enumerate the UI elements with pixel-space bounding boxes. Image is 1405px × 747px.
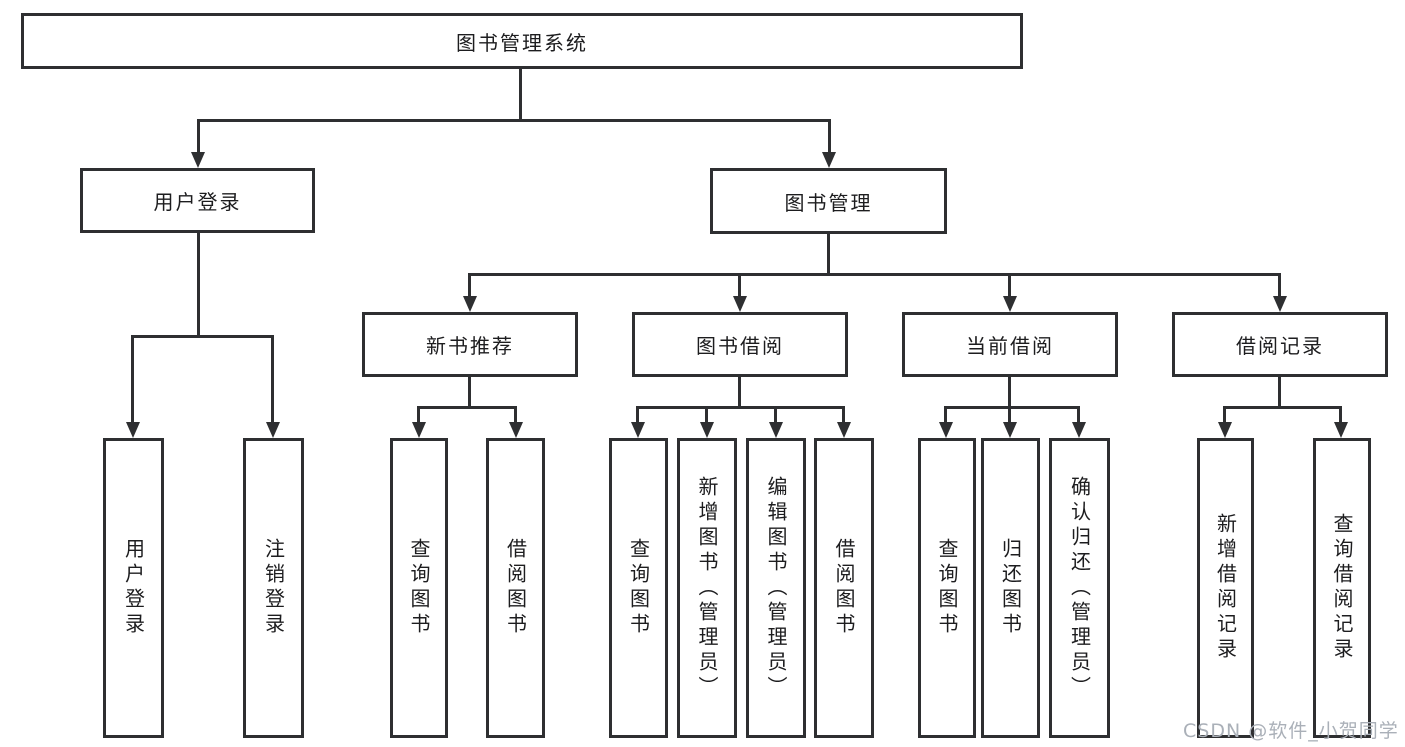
node-book-management: 图书管理 bbox=[710, 168, 947, 234]
connector-line bbox=[519, 68, 522, 122]
leaf-records-query-record: 查询借阅记录 bbox=[1313, 438, 1371, 738]
connector-line bbox=[417, 406, 420, 424]
leaf-recommend-query-books: 查询图书 bbox=[390, 438, 448, 738]
node-new-book-recommend: 新书推荐 bbox=[362, 312, 578, 377]
arrowhead bbox=[412, 422, 426, 438]
connector-line bbox=[271, 335, 274, 424]
leaf-borrow-query-books: 查询图书 bbox=[609, 438, 668, 738]
connector-line bbox=[131, 335, 274, 338]
node-user-login: 用户登录 bbox=[80, 168, 315, 233]
connector-line bbox=[944, 406, 1080, 409]
connector-line bbox=[1223, 406, 1342, 409]
connector-line bbox=[1008, 406, 1011, 424]
connector-line bbox=[827, 233, 830, 276]
arrowhead bbox=[1334, 422, 1348, 438]
arrowhead bbox=[1003, 422, 1017, 438]
arrowhead bbox=[733, 296, 747, 312]
connector-line bbox=[636, 406, 639, 424]
connector-line bbox=[1077, 406, 1080, 424]
connector-line bbox=[738, 377, 741, 409]
connector-line bbox=[774, 406, 777, 424]
connector-line bbox=[842, 406, 845, 424]
connector-line bbox=[468, 377, 471, 409]
arrowhead bbox=[837, 422, 851, 438]
leaf-borrow-edit-books: 编辑图书（管理员） bbox=[746, 438, 806, 738]
connector-line bbox=[1008, 377, 1011, 409]
connector-line bbox=[1223, 406, 1226, 424]
connector-line bbox=[636, 406, 845, 409]
connector-line bbox=[197, 232, 200, 338]
connector-line bbox=[738, 273, 741, 298]
connector-line bbox=[1339, 406, 1342, 424]
leaf-current-query-books: 查询图书 bbox=[918, 438, 976, 738]
connector-line bbox=[468, 273, 1281, 276]
leaf-borrow-borrow-books: 借阅图书 bbox=[814, 438, 874, 738]
connector-line bbox=[417, 406, 517, 409]
arrowhead bbox=[191, 152, 205, 168]
connector-line bbox=[705, 406, 708, 424]
leaf-current-return-books: 归还图书 bbox=[981, 438, 1040, 738]
watermark: CSDN @软件_小贺同学 bbox=[1183, 720, 1399, 742]
arrowhead bbox=[631, 422, 645, 438]
node-current-borrow: 当前借阅 bbox=[902, 312, 1118, 377]
connector-line bbox=[131, 335, 134, 424]
arrowhead bbox=[1273, 296, 1287, 312]
arrowhead bbox=[1003, 296, 1017, 312]
leaf-borrow-add-books: 新增图书（管理员） bbox=[677, 438, 737, 738]
arrowhead bbox=[509, 422, 523, 438]
arrowhead bbox=[1072, 422, 1086, 438]
connector-line bbox=[468, 273, 471, 298]
arrowhead bbox=[463, 296, 477, 312]
arrowhead bbox=[1218, 422, 1232, 438]
connector-line bbox=[1278, 273, 1281, 298]
connector-line bbox=[1278, 377, 1281, 409]
arrowhead bbox=[700, 422, 714, 438]
arrowhead bbox=[822, 152, 836, 168]
node-book-borrow: 图书借阅 bbox=[632, 312, 848, 377]
node-root: 图书管理系统 bbox=[21, 13, 1023, 69]
connector-line bbox=[1008, 273, 1011, 298]
arrowhead bbox=[769, 422, 783, 438]
arrowhead bbox=[266, 422, 280, 438]
arrowhead bbox=[126, 422, 140, 438]
node-borrow-records: 借阅记录 bbox=[1172, 312, 1388, 377]
connector-line bbox=[944, 406, 947, 424]
leaf-records-add-record: 新增借阅记录 bbox=[1197, 438, 1254, 738]
leaf-recommend-borrow-books: 借阅图书 bbox=[486, 438, 545, 738]
leaf-logout: 注销登录 bbox=[243, 438, 304, 738]
connector-line bbox=[514, 406, 517, 424]
connector-line bbox=[197, 119, 200, 154]
leaf-current-confirm-return: 确认归还（管理员） bbox=[1049, 438, 1110, 738]
leaf-user-login: 用户登录 bbox=[103, 438, 164, 738]
connector-line bbox=[197, 119, 831, 122]
connector-line bbox=[828, 119, 831, 154]
arrowhead bbox=[939, 422, 953, 438]
